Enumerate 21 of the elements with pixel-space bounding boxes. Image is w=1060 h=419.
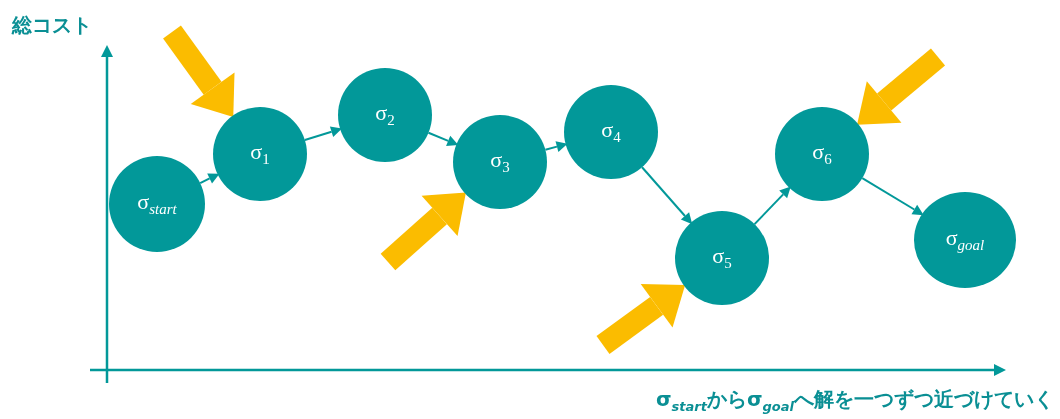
state-label: σ$_{3}$ <box>490 147 510 177</box>
arrow <box>199 173 220 185</box>
arrow <box>303 126 343 141</box>
state-label: σ$_{5}$ <box>712 243 732 273</box>
arrow <box>544 141 568 152</box>
state-label: σ$_{6}$ <box>812 139 832 169</box>
block-arrow <box>857 48 946 125</box>
x-axis-label: σ$_{start}$からσ$_{goal}$へ解を一つずつ近づけていく <box>656 386 1054 414</box>
arrow <box>427 131 459 146</box>
state-label: σ$_{2}$ <box>375 100 395 130</box>
state-label: σ$_{start}$ <box>137 189 177 219</box>
arrow <box>861 177 924 216</box>
arrow <box>753 186 791 226</box>
state-label: σ$_{1}$ <box>250 139 270 169</box>
arrow <box>641 166 693 225</box>
state-label: σ$_{4}$ <box>601 117 621 147</box>
block-arrow <box>163 25 235 117</box>
block-arrow <box>380 192 466 271</box>
block-arrow <box>596 284 686 354</box>
y-axis-label: 総コスト <box>12 12 92 39</box>
state-label: σ$_{goal}$ <box>945 225 985 255</box>
